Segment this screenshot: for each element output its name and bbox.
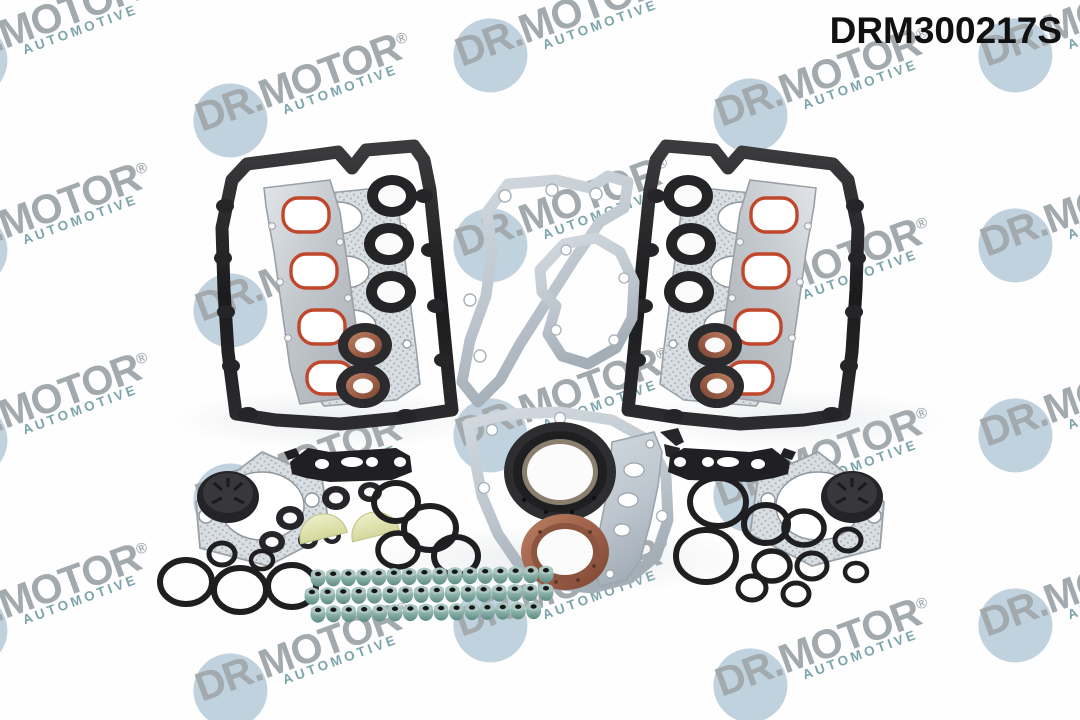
valve-stem-seal-bore [451, 569, 458, 574]
valve-stem-seal-bore [308, 589, 316, 595]
part-o-rings-left [157, 480, 481, 615]
valve-stem-seal-bore [527, 568, 534, 573]
valve-stem-seal-bore [345, 607, 352, 612]
valve-stem-seal-bore [371, 588, 378, 594]
valve-stem-seal-bore [480, 587, 487, 592]
valve-stem-seal-bore [421, 570, 428, 575]
valve-stem-seal-bore [391, 606, 399, 611]
valve-stem-seal-bore [438, 605, 445, 611]
valve-stem-seal-bore [340, 589, 347, 594]
part-number-label: DRM300217S [829, 10, 1062, 51]
valve-stem-seal-bore [497, 568, 504, 574]
valve-stem-seal-bore [314, 571, 322, 577]
valve-stem-seal-bore [386, 588, 394, 593]
valve-stem-seal-bore [422, 606, 429, 611]
valve-stem-seal-row [310, 601, 542, 623]
valve-stem-seal-bore [542, 586, 550, 591]
valve-stem-seal-bore [468, 605, 476, 610]
valve-stem-seal-bore [314, 607, 322, 613]
part-oil-gallery-bracket-right [668, 448, 796, 482]
valve-stem-seal-bore [324, 589, 331, 594]
part-spark-plug-tube-seal-right [821, 471, 883, 523]
valve-stem-seal-bore [433, 587, 440, 593]
part-timing-cover-gasket-lower [462, 406, 674, 594]
valve-stem-seal-bore [453, 605, 460, 610]
valve-stem-seal-bore [330, 607, 337, 612]
part-camshaft-seals-left [336, 175, 417, 408]
valve-stem-seal-bore [376, 606, 383, 612]
valve-stem-seal-bore [361, 607, 368, 612]
valve-stem-seal-bore [527, 586, 534, 591]
part-crankshaft-seal-rear-black [504, 422, 616, 522]
part-intake-manifold-gasket-left [263, 179, 363, 405]
valve-stem-seal-bore [542, 568, 550, 573]
part-water-pump-gasket [534, 232, 640, 370]
valve-stem-seal-bore [375, 570, 382, 576]
part-oil-pump-housing-gasket [591, 431, 663, 587]
valve-stem-seal-bore [515, 604, 522, 609]
part-spark-plug-tube-seal-left [197, 471, 259, 523]
part-valve-stem-seals [304, 565, 554, 623]
valve-stem-seal-bore [418, 588, 425, 593]
valve-stem-seal-bore [407, 606, 414, 611]
part-water-pump-gasket-holes [550, 244, 630, 346]
valve-stem-seal-bore [484, 605, 491, 610]
valve-stem-seal-row [304, 583, 554, 605]
valve-stem-seal-bore [512, 568, 519, 573]
valve-stem-seal-bore [466, 569, 474, 574]
valve-stem-seal-bore [449, 587, 456, 592]
valve-stem-seal-bore [406, 570, 413, 575]
valve-stem-seal-bore [482, 569, 489, 574]
valve-stem-seal-bore [345, 571, 352, 576]
valve-stem-seal-bore [530, 604, 537, 609]
valve-stem-seal-bore [355, 589, 362, 594]
valve-stem-seal-bore [330, 571, 337, 576]
valve-stem-seal-bore [360, 571, 367, 576]
valve-stem-seal-bore [511, 586, 518, 591]
part-timing-cover-gasket-upper [456, 170, 634, 408]
valve-stem-seal-bore [402, 588, 409, 593]
valve-stem-seal-bore [496, 586, 503, 592]
part-oil-gallery-bracket-left [284, 448, 412, 482]
valve-stem-seal-bore [464, 587, 472, 592]
valve-stem-seal-bore [499, 604, 506, 610]
valve-stem-seal-bore [436, 569, 443, 575]
valve-stem-seal-bore [390, 570, 398, 575]
